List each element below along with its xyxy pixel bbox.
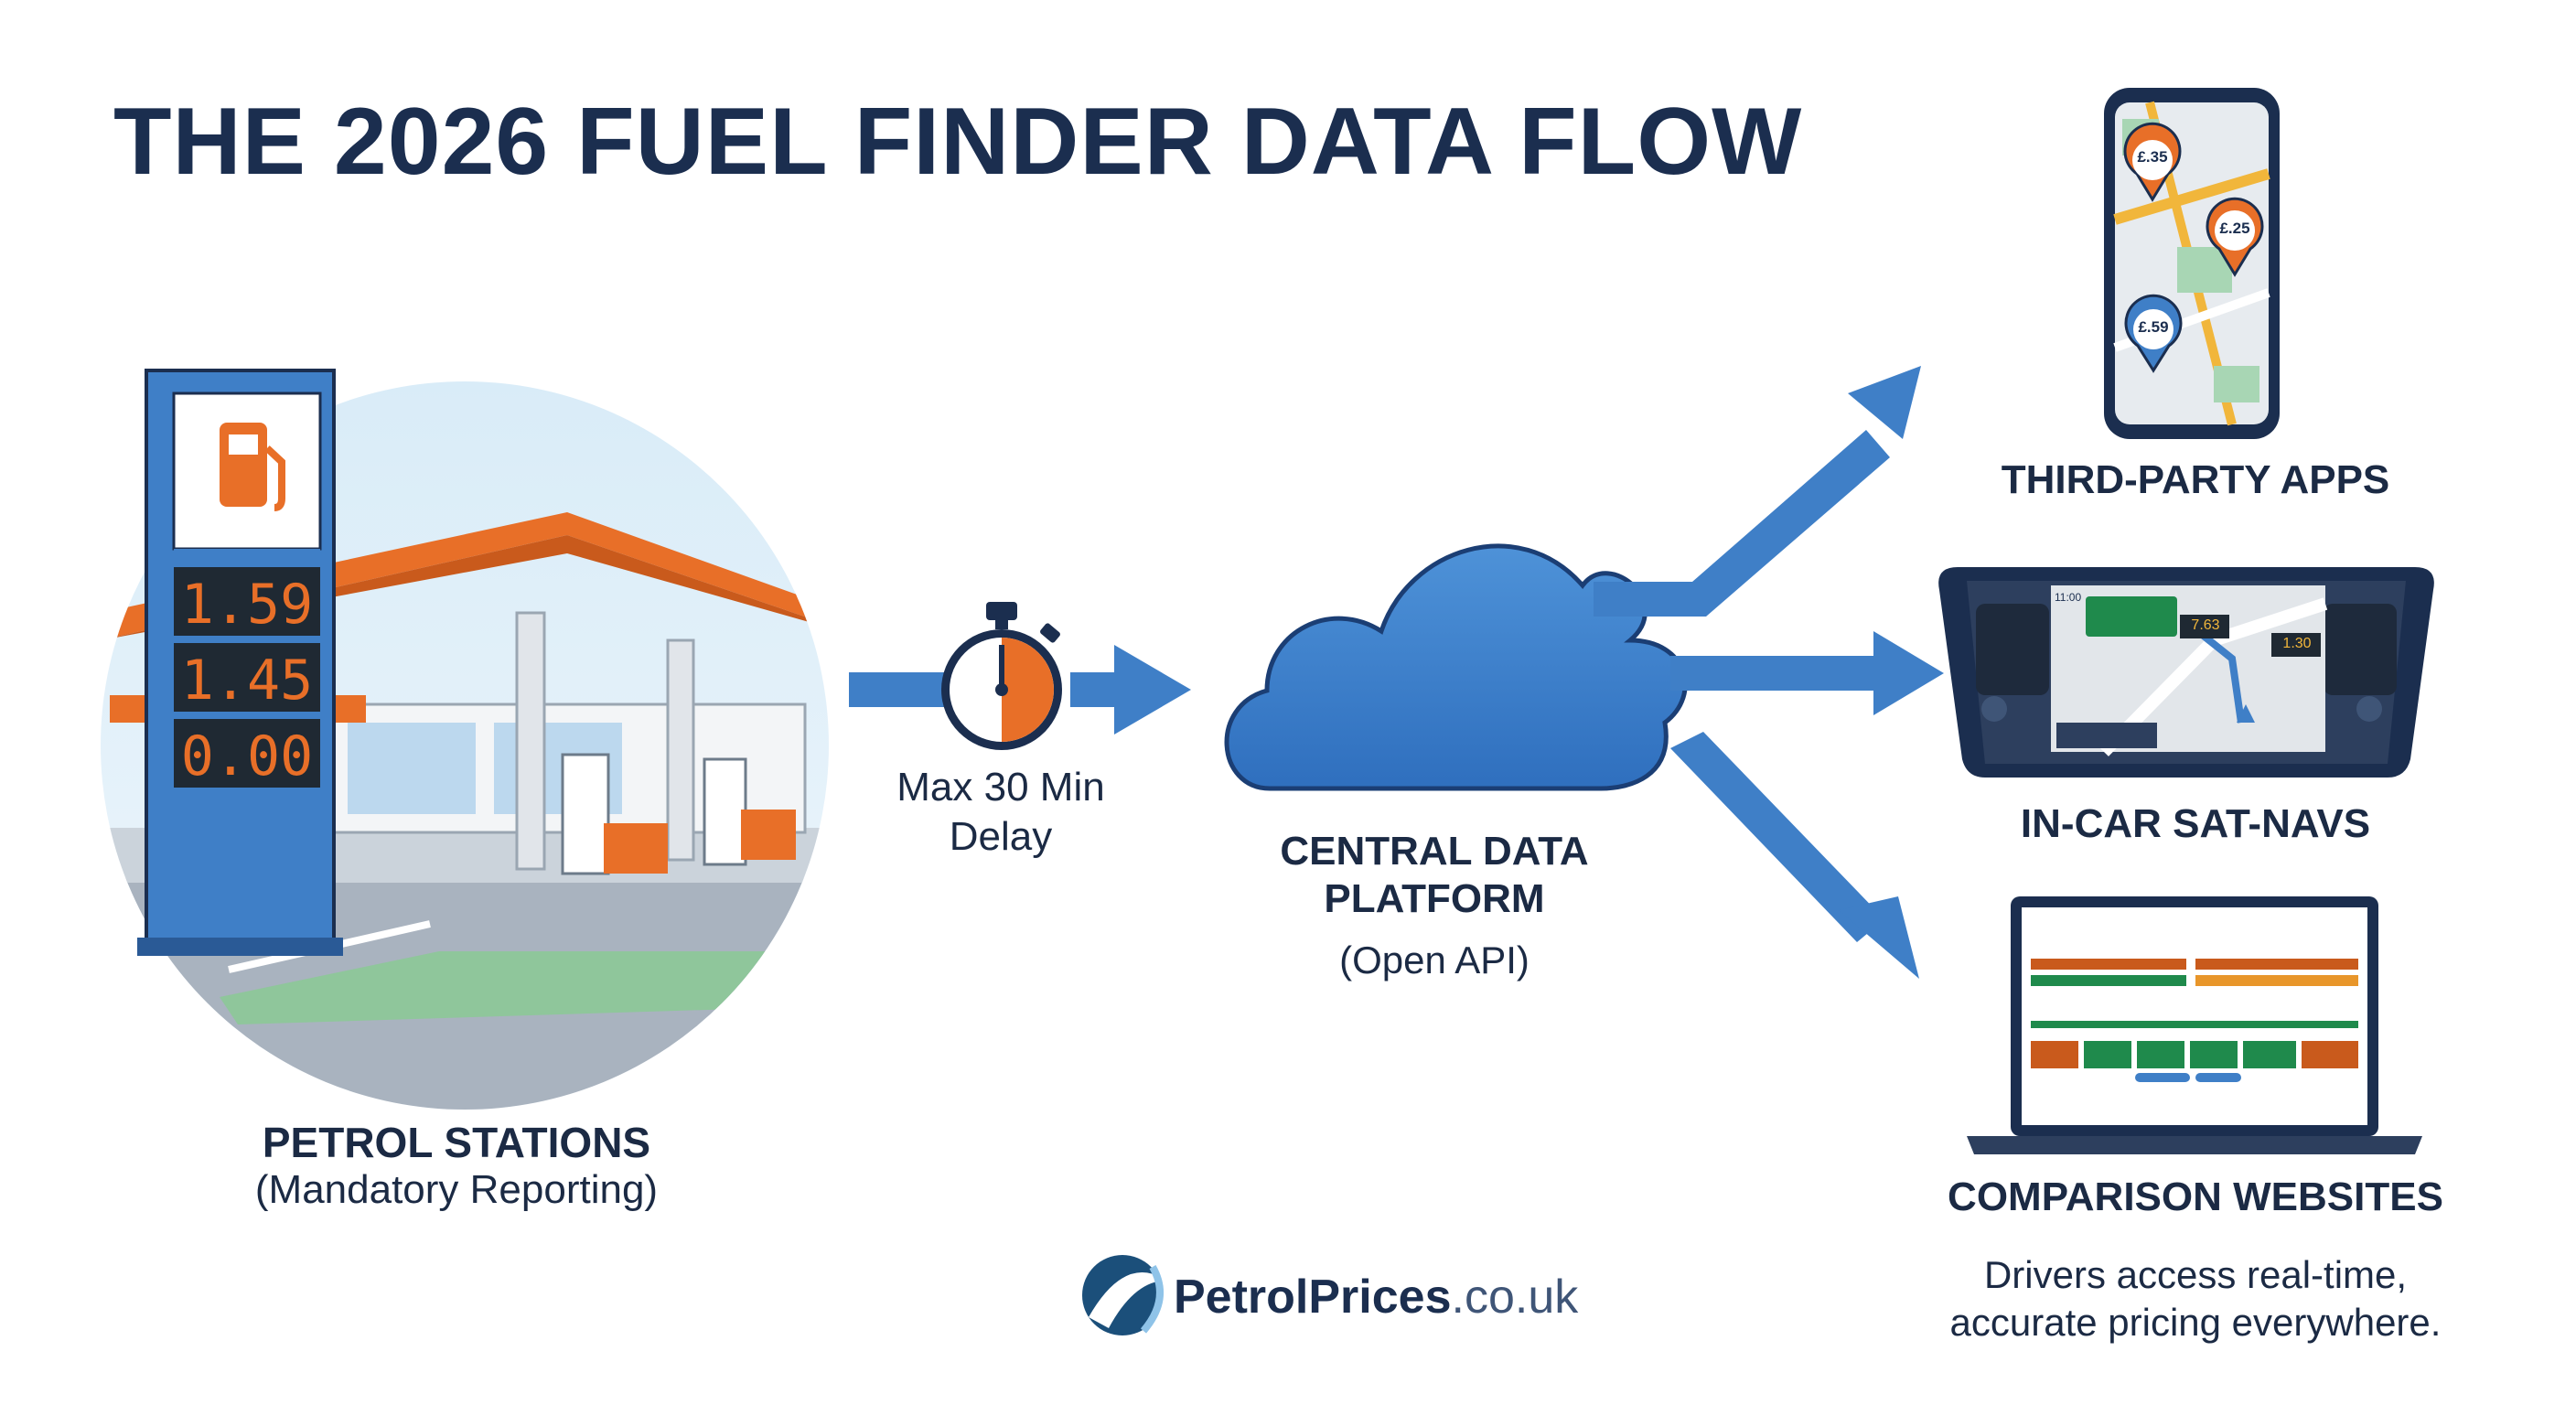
- arrow-to-websites: [1670, 732, 1919, 979]
- pin-price: £.25: [2219, 220, 2250, 237]
- platform-heading-line1: CENTRAL DATA: [1280, 829, 1589, 874]
- price-value: 0.00: [180, 724, 314, 788]
- platform-heading-line2: PLATFORM: [1324, 876, 1545, 921]
- satnav-clock: 11:00: [2055, 591, 2082, 604]
- petrolprices-logo: PetrolPrices.co.uk: [1174, 1270, 1578, 1325]
- price-sign-display: 1.59 1.45 0.00: [174, 567, 320, 795]
- petrol-station-illustration: [101, 369, 829, 1110]
- arrow-station-to-platform: [849, 645, 1191, 735]
- tagline-line2: accurate pricing everywhere.: [1949, 1301, 2442, 1344]
- satnav-price: 1.30: [2282, 636, 2312, 651]
- station-subheading: (Mandatory Reporting): [254, 1167, 659, 1212]
- delay-label-line1: Max 30 Min: [896, 765, 1105, 810]
- station-heading: PETROL STATIONS: [262, 1119, 651, 1166]
- smartphone-illustration: [2104, 88, 2280, 439]
- price-value: 1.59: [180, 573, 314, 637]
- arrow-to-satnavs: [1670, 631, 1944, 715]
- page-title: THE 2026 FUEL FINDER DATA FLOW: [113, 89, 1803, 195]
- satnavs-label: IN-CAR SAT-NAVS: [2020, 801, 2371, 846]
- tagline-line1: Drivers access real-time,: [1983, 1253, 2408, 1296]
- pin-price: £.59: [2138, 318, 2169, 336]
- platform-subheading: (Open API): [1339, 938, 1530, 981]
- pin-price: £.35: [2137, 148, 2168, 166]
- satnav-price: 7.63: [2191, 617, 2220, 633]
- fuel-pump-icon: [220, 423, 285, 511]
- apps-label: THIRD-PARTY APPS: [2001, 457, 2390, 502]
- car-dashboard-illustration: [1938, 567, 2434, 778]
- delay-label-line2: Delay: [949, 814, 1053, 859]
- map-pin-icon: [2123, 122, 2182, 202]
- websites-label: COMPARISON WEBSITES: [1948, 1174, 2443, 1219]
- price-value: 1.45: [180, 649, 314, 713]
- map-pin-icon: [2124, 294, 2183, 373]
- logo-suffix: .co.uk: [1451, 1271, 1579, 1324]
- arrow-to-apps: [1594, 366, 1921, 617]
- map-pin-icon: [2206, 197, 2264, 277]
- laptop-illustration: [1967, 896, 2422, 1154]
- cloud-icon: [1224, 543, 1688, 791]
- stopwatch-icon: [941, 602, 1062, 750]
- logo-brand: PetrolPrices: [1174, 1271, 1452, 1324]
- petrolprices-logo-mark: [1082, 1255, 1166, 1335]
